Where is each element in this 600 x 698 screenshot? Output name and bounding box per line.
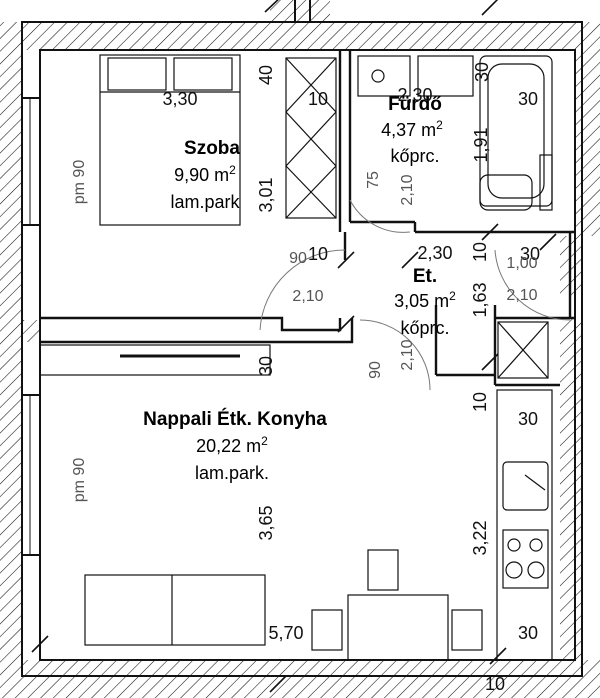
dim-hall-height: 1,63 <box>470 282 490 317</box>
dim-hall-10a: 10 <box>308 244 328 264</box>
svg-text:Fürdő: Fürdő <box>388 94 442 115</box>
svg-text:lam.park: lam.park <box>170 192 240 212</box>
dim-closet-10: 10 <box>470 392 490 412</box>
svg-text:3,05 m2: 3,05 m2 <box>394 289 456 311</box>
dim-living-width: 5,70 <box>268 623 303 643</box>
dim-szoba-width: 3,30 <box>162 89 197 109</box>
dim-living-door-90: 90 <box>367 361 384 379</box>
dim-bath-height: 1,91 <box>471 127 491 162</box>
dim-hall-210a: 2,10 <box>292 288 323 305</box>
dimension-ticks <box>31 0 557 693</box>
dim-living-wall-30: 30 <box>256 356 276 376</box>
dim-kitchen-height: 3,22 <box>470 520 490 555</box>
room-label-szoba: Szoba 9,90 m2 lam.park <box>170 138 240 212</box>
dim-hall-210b: 2,10 <box>506 287 537 304</box>
dim-szoba-height: 3,01 <box>256 177 276 212</box>
hall-closet <box>497 321 549 379</box>
bed <box>99 54 241 226</box>
svg-text:Et.: Et. <box>413 266 437 287</box>
sofa <box>84 574 266 646</box>
dining-set <box>311 549 483 661</box>
svg-text:Szoba: Szoba <box>184 138 240 159</box>
dim-wall-10a: 10 <box>308 89 328 109</box>
dim-bath-right: 30 <box>518 89 538 109</box>
dim-window-left-bottom: pm 90 <box>71 458 88 503</box>
svg-text:20,22 m2: 20,22 m2 <box>196 434 268 456</box>
dim-hall-30: 30 <box>520 244 540 264</box>
svg-text:kőprc.: kőprc. <box>400 318 449 338</box>
bathroom-fixtures <box>357 55 553 211</box>
dim-living-door-210: 2,10 <box>399 339 416 370</box>
svg-text:lam.park.: lam.park. <box>195 463 269 483</box>
dim-bath-door-h: 2,10 <box>399 174 416 205</box>
svg-text:4,37 m2: 4,37 m2 <box>381 118 443 140</box>
interior-walls <box>40 50 575 387</box>
living-shelf <box>39 344 271 376</box>
room-label-et: Et. 3,05 m2 kőprc. <box>394 266 456 338</box>
svg-text:9,90 m2: 9,90 m2 <box>174 163 236 185</box>
dimension-labels: 3,30 3,01 40 10 2,30 30 30 1,91 75 2,10 … <box>71 62 540 694</box>
dim-window-left-top: pm 90 <box>71 160 88 205</box>
svg-text:Nappali Étk. Konyha: Nappali Étk. Konyha <box>143 408 327 430</box>
dim-living-height: 3,65 <box>256 505 276 540</box>
door-swings <box>259 199 571 391</box>
dim-bath-width: 2,30 <box>397 85 432 105</box>
kitchen-counter <box>496 389 553 661</box>
room-label-furdo: Fürdő 4,37 m2 kőprc. <box>381 94 443 166</box>
dim-bottom-10: 10 <box>485 674 505 694</box>
dim-bath-top: 30 <box>472 62 492 82</box>
dim-hall-100: 1,00 <box>506 255 537 272</box>
dim-bath-door-w: 75 <box>365 171 382 189</box>
dim-kitchen-30: 30 <box>518 409 538 429</box>
dim-hall-10b: 10 <box>470 242 490 262</box>
dim-bottom-30: 30 <box>518 623 538 643</box>
wardrobe <box>285 57 337 219</box>
dim-hall-90: 90 <box>289 250 307 267</box>
room-label-nappali: Nappali Étk. Konyha 20,22 m2 lam.park. <box>143 408 327 483</box>
dim-wall-40: 40 <box>256 65 276 85</box>
svg-text:kőprc.: kőprc. <box>390 146 439 166</box>
dim-hall-width: 2,30 <box>417 243 452 263</box>
